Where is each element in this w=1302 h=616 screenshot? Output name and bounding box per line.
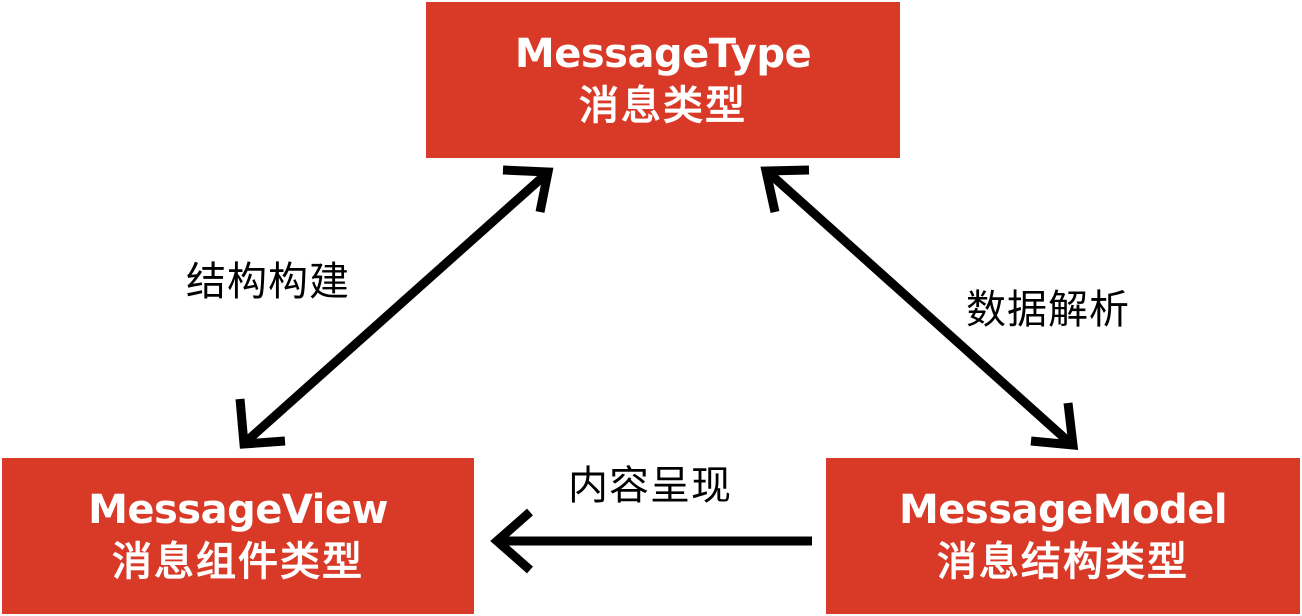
arrow-type-view	[235, 165, 554, 449]
edge-label-structure-build: 结构构建	[186, 259, 350, 305]
node-message-model-subtitle: 消息结构类型	[937, 539, 1189, 585]
node-message-type-subtitle: 消息类型	[579, 83, 747, 129]
arrow-model-view	[490, 508, 812, 574]
node-message-model-title: MessageModel	[898, 487, 1228, 533]
node-message-model: MessageModel 消息结构类型	[826, 458, 1300, 614]
node-message-type: MessageType 消息类型	[426, 2, 900, 158]
node-message-view-title: MessageView	[88, 487, 388, 533]
node-message-view: MessageView 消息组件类型	[2, 458, 474, 614]
edge-label-data-parse: 数据解析	[966, 287, 1130, 333]
edge-label-content-render: 内容呈现	[568, 463, 732, 509]
node-message-view-subtitle: 消息组件类型	[112, 539, 364, 585]
node-message-type-title: MessageType	[514, 31, 812, 77]
